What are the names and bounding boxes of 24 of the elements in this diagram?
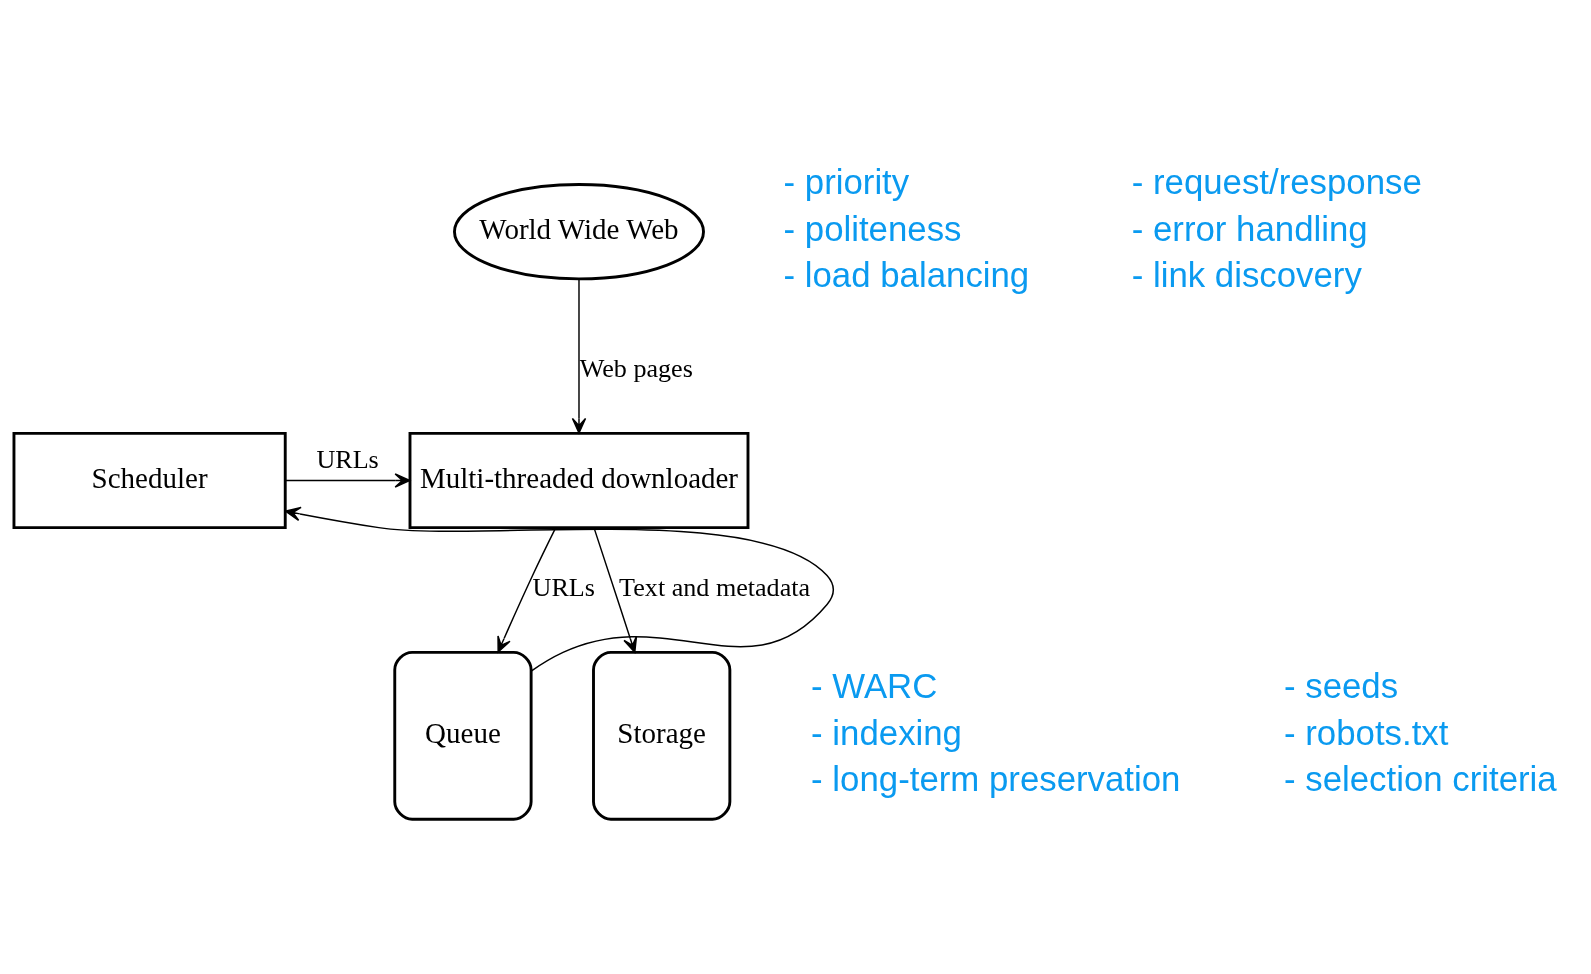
label: - seeds <box>1284 666 1399 706</box>
label: - error handling <box>1131 208 1368 248</box>
edge-label: Text and metadata <box>619 573 811 603</box>
node-ellipse: World Wide Web <box>453 183 705 281</box>
node-box: Storage <box>592 650 732 821</box>
node-box: Multi-threaded downloader <box>408 431 750 530</box>
label: - politeness <box>783 208 962 248</box>
label: - indexing <box>811 712 962 752</box>
edge-label: URLs <box>532 573 595 603</box>
arrow <box>284 473 411 488</box>
edge-label: URLs <box>316 445 379 474</box>
label: - robots.txt <box>1284 712 1449 752</box>
label: - WARC <box>811 666 938 706</box>
arrow <box>571 278 587 434</box>
label: - link discovery <box>1131 255 1362 295</box>
label: - selection criteria <box>1284 759 1557 799</box>
node-box: Scheduler <box>12 431 287 530</box>
label: - long-term preservation <box>811 759 1181 799</box>
label: - priority <box>783 162 910 202</box>
arrow <box>497 527 557 653</box>
arrow <box>284 506 835 672</box>
label: - request/response <box>1131 162 1422 202</box>
label: - load balancing <box>783 255 1030 295</box>
node-box: Queue <box>393 650 533 821</box>
